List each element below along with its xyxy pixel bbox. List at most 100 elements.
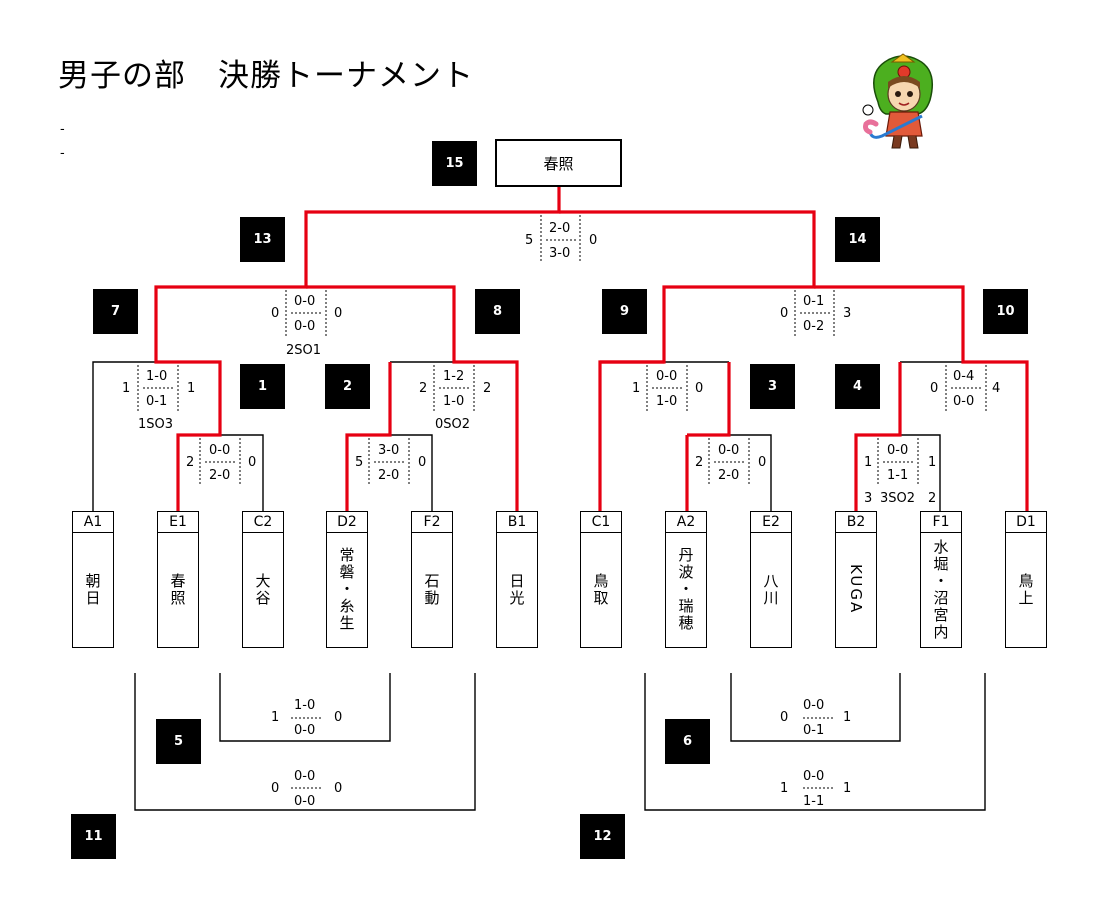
team-name: 鳥取 [591, 572, 610, 607]
shootout-result: 2SO1 [286, 343, 322, 358]
score-total: 2 [419, 381, 428, 396]
score-half: 3-0 [549, 246, 571, 261]
team-code: F2 [412, 512, 452, 533]
score-half: 0-0 [209, 443, 231, 458]
score-half: 1-0 [294, 698, 316, 713]
score-half: 0-0 [294, 319, 316, 334]
team-box: A1 朝日 [72, 511, 114, 648]
winner-path-left-b [306, 285, 519, 511]
match-badge-15: 15 [432, 141, 477, 186]
line-m6 [730, 673, 901, 742]
score-half: 0-0 [294, 294, 316, 309]
score-half: 0-1 [803, 294, 825, 309]
score-total: 1 [271, 710, 280, 725]
team-code: D1 [1006, 512, 1046, 533]
score-half: 2-0 [718, 468, 740, 483]
score-total: 2 [695, 455, 704, 470]
score-total: 1 [632, 381, 641, 396]
team-box: C1 鳥取 [580, 511, 622, 648]
score-half: 1-1 [803, 794, 825, 809]
team-code: C1 [581, 512, 621, 533]
team-box: F2 石動 [411, 511, 453, 648]
dash-mark: - [60, 146, 65, 161]
match-badge-11: 11 [71, 814, 116, 859]
match-badge-3: 3 [750, 364, 795, 409]
match-badge-14: 14 [835, 217, 880, 262]
score-total: 5 [525, 233, 534, 248]
match-badge-10: 10 [983, 289, 1028, 334]
score-total: 0 [271, 781, 280, 796]
team-name: 常磐・糸生 [337, 547, 356, 632]
score-half: 0-1 [146, 394, 168, 409]
team-box: B1 日光 [496, 511, 538, 648]
score-total: 3 [843, 306, 852, 321]
score-total: 5 [355, 455, 364, 470]
team-name: 石動 [422, 572, 441, 607]
shootout-result: 1SO3 [138, 417, 174, 432]
match-badge-8: 8 [475, 289, 520, 334]
team-name: 丹波・瑞穂 [676, 547, 695, 632]
score-total: 1 [843, 781, 852, 796]
match-badge-9: 9 [602, 289, 647, 334]
score-total: 0 [334, 710, 343, 725]
score-total: 0 [334, 306, 343, 321]
team-box: E2 八川 [750, 511, 792, 648]
match-badge-2: 2 [325, 364, 370, 409]
score-total: 2 [186, 455, 195, 470]
score-total: 0 [758, 455, 767, 470]
score-half: 1-0 [146, 369, 168, 384]
score-total: 0 [418, 455, 427, 470]
shootout-score: 3 [864, 491, 873, 506]
score-half: 0-1 [803, 723, 825, 738]
line-m12 [644, 673, 986, 811]
team-code: D2 [327, 512, 367, 533]
score-total: 0 [780, 306, 789, 321]
score-half: 0-0 [803, 769, 825, 784]
team-name: 八川 [761, 572, 780, 607]
score-half: 0-0 [294, 723, 316, 738]
score-half: 0-0 [887, 443, 909, 458]
score-total: 1 [864, 455, 873, 470]
score-total: 0 [248, 455, 257, 470]
team-name: 朝日 [83, 572, 102, 607]
score-total: 1 [928, 455, 937, 470]
team-code: B1 [497, 512, 537, 533]
score-half: 3-0 [378, 443, 400, 458]
score-half: 0-0 [294, 769, 316, 784]
score-half: 2-0 [549, 221, 571, 236]
score-half: 1-0 [443, 394, 465, 409]
team-box: D2 常磐・糸生 [326, 511, 368, 648]
score-half: 0-0 [656, 369, 678, 384]
match-badge-5: 5 [156, 719, 201, 764]
team-code: E2 [751, 512, 791, 533]
match-badge-4: 4 [835, 364, 880, 409]
score-half: 1-1 [887, 468, 909, 483]
score-total: 0 [695, 381, 704, 396]
team-code: C2 [243, 512, 283, 533]
team-name: 日光 [507, 572, 526, 607]
score-total: 0 [930, 381, 939, 396]
score-half: 0-0 [718, 443, 740, 458]
shootout-result: 3SO2 [880, 491, 916, 506]
match-badge-6: 6 [665, 719, 710, 764]
page-title: 男子の部 決勝トーナメント [58, 58, 474, 94]
team-name: 春照 [168, 572, 187, 607]
score-total: 0 [780, 710, 789, 725]
winner-path-left [154, 187, 561, 511]
team-code: A1 [73, 512, 113, 533]
score-total: 0 [271, 306, 280, 321]
score-total: 2 [483, 381, 492, 396]
match-badge-13: 13 [240, 217, 285, 262]
score-half: 1-0 [656, 394, 678, 409]
score-total: 4 [992, 381, 1001, 396]
score-half: 0-2 [803, 319, 825, 334]
score-half: 0-0 [294, 794, 316, 809]
score-half: 2-0 [378, 468, 400, 483]
shootout-result: 0SO2 [435, 417, 471, 432]
match-badge-7: 7 [93, 289, 138, 334]
